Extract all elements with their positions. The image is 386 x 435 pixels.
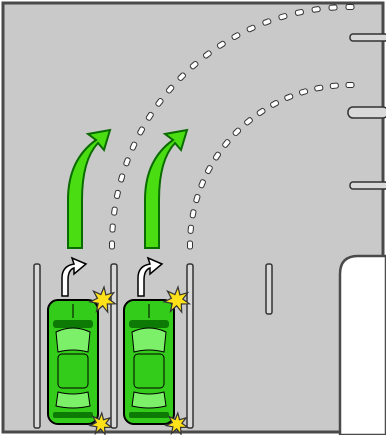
path-dash — [137, 126, 146, 136]
reverse-arrow-icon — [137, 256, 164, 297]
lane-divider — [186, 263, 194, 429]
path-dash — [198, 179, 206, 189]
path-dash — [216, 40, 226, 49]
car-icon — [123, 299, 175, 425]
lane-marker-east — [349, 181, 386, 190]
sidewalk-corner — [338, 254, 386, 435]
path-dash — [256, 107, 266, 116]
path-dash — [311, 6, 321, 13]
lane-divider — [110, 263, 118, 429]
path-dash — [262, 18, 272, 26]
path-dash — [202, 50, 212, 59]
path-dash — [345, 4, 355, 10]
path-dash — [284, 93, 294, 101]
impact-star-icon — [164, 411, 190, 435]
path-dash — [177, 72, 186, 81]
path-dash — [109, 240, 115, 250]
impact-star-icon — [88, 285, 118, 314]
turn-arrow-icon — [67, 128, 112, 249]
path-dash — [232, 127, 242, 137]
path-dash — [205, 165, 213, 175]
path-dash — [118, 173, 126, 183]
path-dash — [123, 157, 131, 167]
lane-marker-east — [347, 106, 386, 119]
lane-marker-east — [349, 33, 386, 42]
path-dash — [212, 151, 221, 161]
path-dash — [109, 223, 116, 233]
path-dash — [231, 32, 241, 41]
path-dash — [189, 60, 199, 70]
path-dash — [294, 9, 304, 16]
car-icon — [47, 299, 99, 425]
impact-star-icon — [162, 285, 192, 314]
path-dash — [187, 240, 193, 250]
lane-divider — [33, 263, 41, 429]
path-dash — [270, 100, 280, 108]
path-dash — [329, 82, 339, 89]
path-dash — [165, 84, 175, 94]
path-dash — [222, 139, 231, 148]
reverse-arrow-icon — [61, 256, 88, 297]
path-dash — [345, 82, 355, 88]
impact-star-icon — [88, 411, 114, 435]
path-dash — [145, 111, 154, 121]
impact-stars — [88, 285, 192, 435]
path-dash — [187, 224, 194, 234]
lane-divider — [265, 263, 273, 315]
path-dash — [246, 24, 256, 33]
path-dash — [129, 141, 138, 151]
path-dash — [111, 206, 118, 216]
path-dash — [298, 88, 309, 96]
path-dash — [328, 4, 338, 11]
path-dash — [244, 117, 253, 126]
turn-path-guides — [109, 4, 355, 250]
path-dash — [278, 13, 288, 21]
path-dash — [314, 84, 324, 92]
turn-arrow-icon — [144, 128, 189, 249]
path-dash — [114, 189, 121, 199]
path-dash — [155, 97, 164, 107]
path-dash — [189, 209, 197, 219]
path-dash — [193, 193, 201, 204]
